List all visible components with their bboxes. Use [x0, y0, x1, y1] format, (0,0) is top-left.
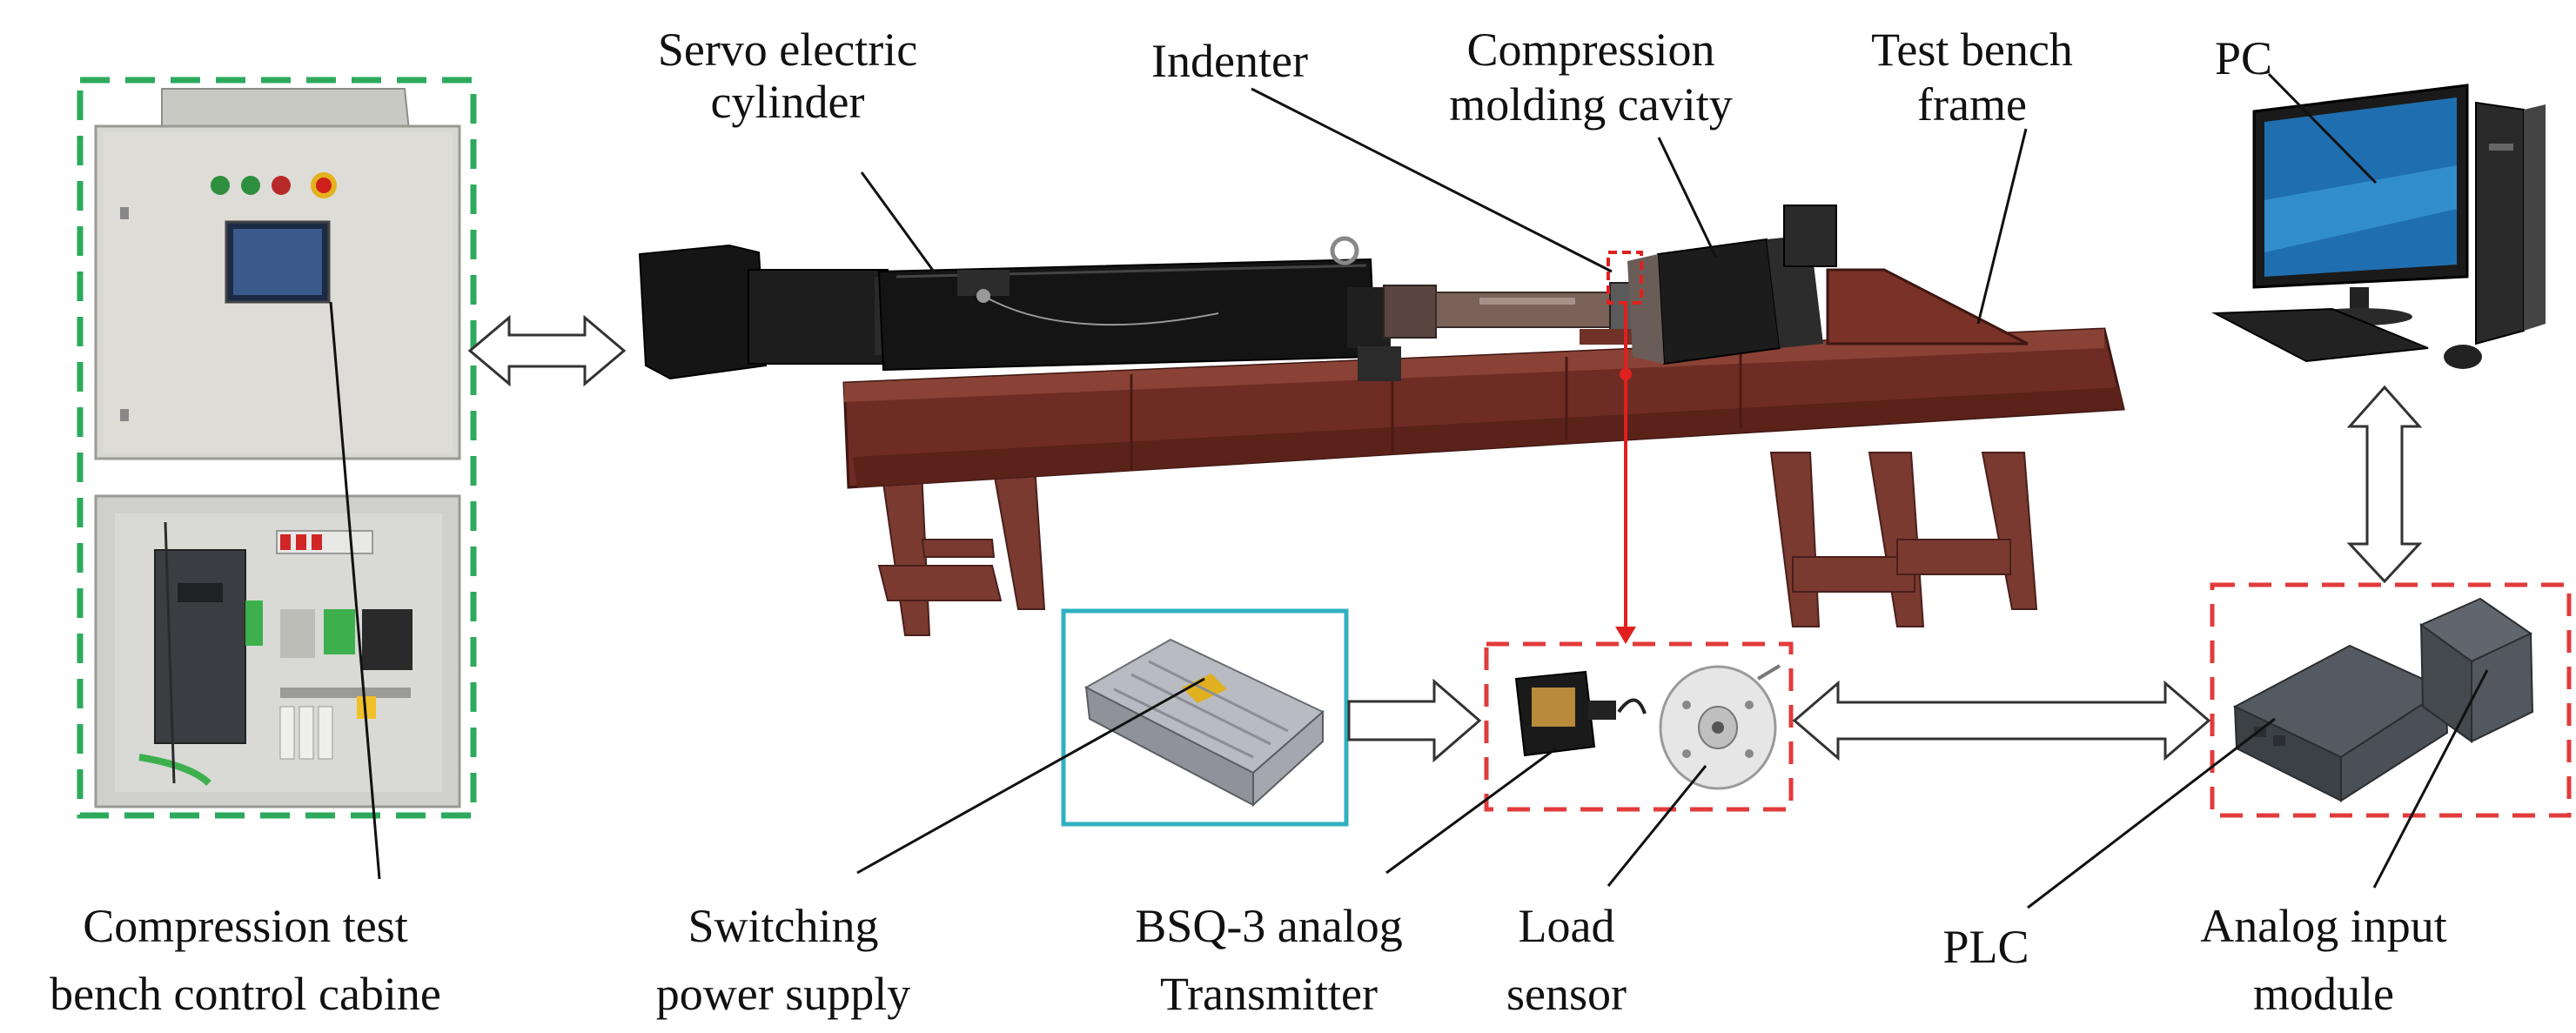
- leader-analog: [2372, 669, 2489, 889]
- leader-plc: [2027, 717, 2276, 909]
- arrow-cabinet-cylinder: [467, 314, 627, 387]
- test-bench-group: [638, 205, 2125, 636]
- label-transmitter-2: Transmitter: [1160, 968, 1378, 1020]
- label-load-2: sensor: [1506, 968, 1627, 1020]
- label-compression-2: molding cavity: [1449, 78, 1732, 131]
- cabinet-open-panel: [94, 494, 461, 808]
- label-power-2: power supply: [656, 968, 910, 1020]
- plc-group: [2210, 582, 2572, 818]
- label-power-1: Switching: [688, 900, 878, 952]
- load-sensor-disc: [1659, 664, 1781, 790]
- cabinet-dashed-border: [77, 77, 477, 819]
- leader-pc: [2267, 72, 2378, 184]
- sensor-group: [1484, 641, 1794, 812]
- servo-motor: [638, 244, 909, 380]
- leader-cabinet: [329, 301, 381, 880]
- label-cabinet-2: bench control cabine: [50, 968, 441, 1020]
- cabinet-closed-door: [94, 88, 461, 460]
- label-analog-1: Analog input: [2200, 900, 2446, 952]
- label-analog-2: module: [2253, 968, 2394, 1020]
- piston-rod: [1383, 285, 1611, 339]
- bench-legs: [877, 452, 2038, 636]
- pc-monitor: [2252, 84, 2469, 325]
- leader-compression: [1657, 137, 1718, 258]
- leader-transmitter: [1385, 747, 1557, 875]
- label-load-1: Load: [1519, 900, 1615, 952]
- pc-mouse: [2444, 345, 2482, 369]
- servo-cylinder-body: [877, 236, 1401, 381]
- label-frame-1: Test bench: [1871, 23, 2073, 76]
- leader-power: [856, 677, 1205, 875]
- label-cabinet-1: Compression test: [83, 900, 408, 952]
- plc-unit: [2232, 644, 2449, 802]
- bench-frame-beam: [842, 268, 2125, 489]
- power-supply-border: [1061, 608, 1349, 827]
- arrow-power-to-sensor: [1347, 678, 1482, 763]
- power-supply-unit: [1083, 638, 1325, 808]
- labels: Servo electric cylinder Indenter Compres…: [50, 23, 2447, 1020]
- label-pc: PC: [2215, 32, 2272, 84]
- control-cabinet-group: [77, 77, 477, 819]
- label-indenter: Indenter: [1151, 35, 1308, 87]
- leader-load: [1607, 765, 1707, 887]
- leader-lines: [329, 72, 2489, 909]
- leader-servo: [860, 171, 936, 272]
- arrow-sensor-plc: [1792, 680, 2211, 761]
- red-indicator: [1607, 251, 1643, 644]
- leader-indenter: [1251, 87, 1613, 273]
- label-servo-2: cylinder: [711, 76, 865, 128]
- transmitter-box: [1514, 670, 1647, 757]
- label-frame-2: frame: [1917, 78, 2027, 131]
- label-servo-1: Servo electric: [658, 23, 917, 76]
- pc-keyboard: [2211, 307, 2429, 363]
- pc-tower: [2475, 101, 2546, 345]
- compression-cavity: [1627, 205, 1837, 366]
- sensor-dashed-border: [1484, 641, 1794, 812]
- label-plc: PLC: [1942, 921, 2029, 973]
- arrow-plc-pc: [2346, 385, 2423, 584]
- analog-input-unit: [2419, 597, 2534, 743]
- label-transmitter-1: BSQ-3 analog: [1135, 900, 1402, 952]
- label-compression-1: Compression: [1466, 23, 1714, 76]
- pc-group: [2211, 84, 2546, 369]
- leader-frame: [1976, 128, 2028, 325]
- power-supply-group: [1061, 608, 1349, 827]
